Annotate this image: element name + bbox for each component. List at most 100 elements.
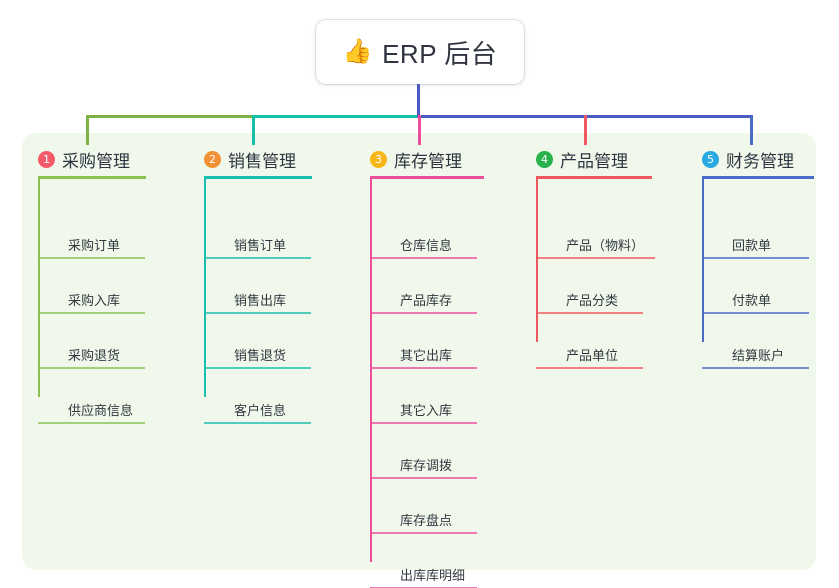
list-item-label: 客户信息 <box>234 403 287 418</box>
list-item-label: 销售退货 <box>234 348 287 363</box>
column-title: 产品管理 <box>560 151 628 171</box>
list-item-rule <box>724 312 809 314</box>
list-item[interactable]: 销售订单 <box>204 209 311 264</box>
column-rail <box>204 179 206 397</box>
list-item[interactable]: 供应商信息 <box>38 374 145 429</box>
column-header-5[interactable]: 5 财务管理 <box>702 144 814 179</box>
item-connector-tick <box>536 312 558 314</box>
list-item-label: 供应商信息 <box>68 403 134 418</box>
list-item[interactable]: 其它入库 <box>370 374 477 429</box>
list-item-label: 库存盘点 <box>400 513 453 528</box>
column-item-list: 销售订单销售出库销售退货客户信息 <box>204 174 311 429</box>
item-connector-tick <box>38 367 60 369</box>
list-item[interactable]: 回款单 <box>702 209 809 264</box>
list-item[interactable]: 销售退货 <box>204 319 311 374</box>
list-item[interactable]: 产品单位 <box>536 319 643 374</box>
list-item[interactable]: 付款单 <box>702 264 809 319</box>
list-item[interactable]: 产品库存 <box>370 264 477 319</box>
column-item-list: 采购订单采购入库采购退货供应商信息 <box>38 174 145 429</box>
thumbs-up-icon: 👍 <box>342 38 374 65</box>
item-connector-tick <box>370 312 392 314</box>
list-item-rule <box>392 422 477 424</box>
list-item-rule <box>392 477 477 479</box>
list-item-label: 产品分类 <box>566 293 619 308</box>
item-connector-tick <box>38 257 60 259</box>
column-rail <box>370 179 372 562</box>
item-connector-tick <box>370 532 392 534</box>
item-connector-tick <box>370 367 392 369</box>
list-item-label: 产品库存 <box>400 293 453 308</box>
diagram-panel <box>22 133 816 570</box>
list-item-rule <box>724 367 809 369</box>
item-connector-tick <box>370 477 392 479</box>
item-connector-tick <box>370 422 392 424</box>
bus-segment-teal <box>253 115 419 118</box>
list-item-label: 采购退货 <box>68 348 121 363</box>
root-title-text: ERP 后台 <box>382 38 498 69</box>
list-item[interactable]: 产品（物料） <box>536 209 655 264</box>
list-item-label: 采购入库 <box>68 293 121 308</box>
list-item-label: 其它入库 <box>400 403 453 418</box>
column-number-badge: 3 <box>370 150 387 168</box>
list-item[interactable]: 库存调拨 <box>370 429 477 484</box>
list-item-rule <box>558 257 655 259</box>
list-item[interactable]: 销售出库 <box>204 264 311 319</box>
list-item-label: 库存调拨 <box>400 458 453 473</box>
list-item[interactable]: 客户信息 <box>204 374 311 429</box>
item-connector-tick <box>536 367 558 369</box>
column-number-badge: 5 <box>702 150 719 168</box>
column-header-rule <box>370 176 484 179</box>
item-connector-tick <box>204 312 226 314</box>
list-item[interactable]: 仓库信息 <box>370 209 477 264</box>
list-item-rule <box>724 257 809 259</box>
root-stem-connector <box>417 84 420 117</box>
column-rail <box>38 179 40 397</box>
list-item-rule <box>558 367 643 369</box>
list-item[interactable]: 其它出库 <box>370 319 477 374</box>
list-item[interactable]: 产品分类 <box>536 264 643 319</box>
drop-connector-3 <box>418 115 421 145</box>
list-item-rule <box>392 312 477 314</box>
list-item-rule <box>60 422 145 424</box>
list-item-label: 结算账户 <box>732 348 785 363</box>
column-header-rule <box>702 176 814 179</box>
column-rail <box>702 179 704 342</box>
list-item-rule <box>392 257 477 259</box>
list-item-rule <box>226 367 311 369</box>
column-header-rule <box>204 176 312 179</box>
list-item-rule <box>392 532 477 534</box>
root-node-title: 👍 ERP 后台 <box>343 34 498 71</box>
column-number-badge: 2 <box>204 150 221 168</box>
item-connector-tick <box>702 367 724 369</box>
item-connector-tick <box>38 312 60 314</box>
list-item-label: 出库库明细 <box>400 568 466 583</box>
list-item-label: 其它出库 <box>400 348 453 363</box>
list-item-label: 回款单 <box>732 238 772 253</box>
list-item[interactable]: 库存盘点 <box>370 484 477 539</box>
list-item-rule <box>226 257 311 259</box>
list-item-rule <box>60 257 145 259</box>
list-item-label: 销售订单 <box>234 238 287 253</box>
bus-segment-green <box>86 115 255 118</box>
root-node-card[interactable]: 👍 ERP 后台 <box>316 20 524 84</box>
list-item-rule <box>392 367 477 369</box>
list-item[interactable]: 采购订单 <box>38 209 145 264</box>
drop-connector-5 <box>750 115 753 145</box>
list-item[interactable]: 采购入库 <box>38 264 145 319</box>
list-item-rule <box>60 312 145 314</box>
column-title: 财务管理 <box>726 151 794 171</box>
list-item[interactable]: 采购退货 <box>38 319 145 374</box>
list-item-rule <box>60 367 145 369</box>
list-item-label: 产品单位 <box>566 348 619 363</box>
list-item[interactable]: 出库库明细 <box>370 539 477 588</box>
list-item[interactable]: 结算账户 <box>702 319 809 374</box>
item-connector-tick <box>38 422 60 424</box>
list-item-label: 付款单 <box>732 293 772 308</box>
